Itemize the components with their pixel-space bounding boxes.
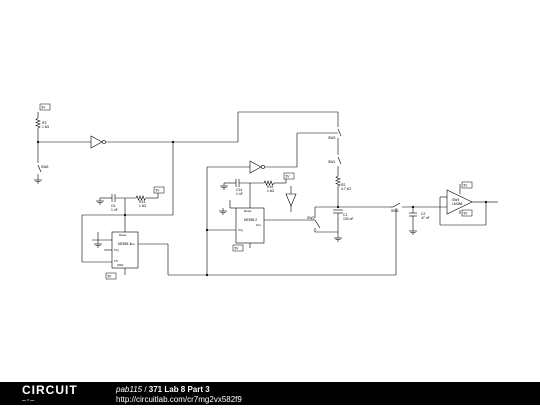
supply-tag-r3 — [39, 103, 51, 111]
ne555-1-pin-thr: Thr — [114, 259, 118, 263]
r16-resistor[interactable] — [263, 180, 275, 186]
supply-tag-label: 5V — [464, 184, 469, 188]
sw1-name: SW1 — [328, 160, 335, 164]
c14-value: 1 nF — [236, 192, 243, 196]
ne555-2-pin-trig: Trig — [238, 228, 243, 232]
sw5-switch[interactable] — [390, 202, 447, 208]
sw2-name: SW2 — [307, 216, 314, 220]
c2-name: C2 — [421, 212, 425, 216]
supply-tag-label: 5V — [286, 175, 291, 179]
supply-tag-r16 — [283, 172, 295, 180]
ne555-1-name: NE555 1 — [118, 242, 131, 246]
ne555-1-pin-trig: Trig — [114, 248, 119, 252]
supply-tag-555-2 — [232, 244, 244, 252]
sw6-name: SW6 — [41, 165, 48, 169]
lm386-amplifier[interactable] — [446, 189, 473, 215]
buffer-gate[interactable] — [285, 193, 297, 207]
r16-name: R16 — [267, 185, 273, 189]
sw3-switch[interactable] — [337, 112, 342, 145]
r2-value: 4.7 kΩ — [341, 187, 351, 191]
c1-name: C1 — [343, 213, 347, 217]
not-gate-1[interactable] — [90, 135, 106, 149]
r2-name: R2 — [341, 183, 345, 187]
c2-value: 47 nF — [421, 216, 430, 220]
c6-capacitor[interactable] — [100, 194, 136, 202]
c14-name: C14 — [236, 188, 242, 192]
logo-text-bottom: –◦–▸▸LAB — [22, 397, 81, 414]
c1-capacitor[interactable] — [333, 209, 343, 214]
sw6-switch[interactable] — [34, 142, 42, 184]
project-url[interactable]: http://circuitlab.com/cr7mg2vx582f9 — [116, 395, 242, 404]
ne555-2-pin-out: Out — [256, 223, 261, 227]
ne555-1-pin-reset: Reset — [119, 233, 127, 237]
sw3-name: SW3 — [328, 136, 335, 140]
author-link[interactable]: pab115 — [116, 385, 143, 394]
supply-tag-r13 — [153, 186, 165, 194]
c6-name: C6 — [111, 204, 115, 208]
r13-resistor[interactable] — [135, 195, 147, 201]
c6-value: 1 nF — [111, 208, 118, 212]
r3-resistor[interactable] — [35, 112, 41, 142]
schematic-canvas: 5V 5V 5V 5V 5V 5V 5V R3 1 kΩ SW6 C6 1 nF… — [0, 103, 540, 414]
r13-name: R13 — [139, 200, 145, 204]
project-meta: pab115 / 371 Lab 8 Part 3 http://circuit… — [116, 385, 242, 405]
c14-capacitor[interactable] — [224, 179, 264, 187]
logo-text-top: CIRCUIT — [22, 383, 78, 397]
sw2-switch[interactable] — [310, 207, 338, 233]
circuit-schematic: 5V 5V 5V 5V 5V 5V 5V R3 1 kΩ SW6 C6 1 nF… — [34, 103, 498, 280]
r3-value: 1 kΩ — [42, 125, 50, 129]
title-separator: / — [142, 385, 149, 394]
supply-tag-amp-top — [461, 181, 473, 189]
amp-value: LM386 — [452, 202, 462, 206]
project-title[interactable]: 371 Lab 8 Part 3 — [148, 385, 210, 394]
c1-value: 100 nF — [343, 217, 354, 221]
supply-tag-amp-bottom — [461, 209, 473, 217]
r2-resistor[interactable] — [335, 175, 341, 187]
ne555-2-name: NE555 2 — [244, 218, 257, 222]
ne555-2-pin-reset: Reset — [244, 209, 252, 213]
not-gate-2[interactable] — [249, 160, 265, 174]
c2-capacitor[interactable] — [409, 207, 417, 235]
sw1-switch[interactable] — [337, 145, 342, 176]
supply-tag-label: 5V — [42, 106, 47, 110]
supply-tag-555-1 — [105, 272, 117, 280]
r16-value: 1 kΩ — [267, 189, 275, 193]
supply-tag-label: 5V — [235, 247, 240, 251]
amp-name: SW4 — [452, 198, 459, 202]
r13-value: 1 kΩ — [139, 204, 147, 208]
supply-tag-label: 5V — [464, 212, 469, 216]
ne555-1-pin-gnd: GND — [117, 263, 123, 267]
circuitlab-logo[interactable]: CIRCUIT –◦–▸▸LAB — [22, 383, 102, 414]
sw5-name: SW5 — [391, 209, 398, 213]
logo-lab: LAB — [61, 405, 81, 414]
supply-tag-label: 5V — [108, 275, 113, 279]
supply-tag-label: 5V — [156, 189, 161, 193]
footer-bar: CIRCUIT –◦–▸▸LAB pab115 / 371 Lab 8 Part… — [0, 382, 540, 414]
ne555-1-pin-out: Out — [130, 242, 135, 246]
r3-name: R3 — [42, 121, 46, 125]
